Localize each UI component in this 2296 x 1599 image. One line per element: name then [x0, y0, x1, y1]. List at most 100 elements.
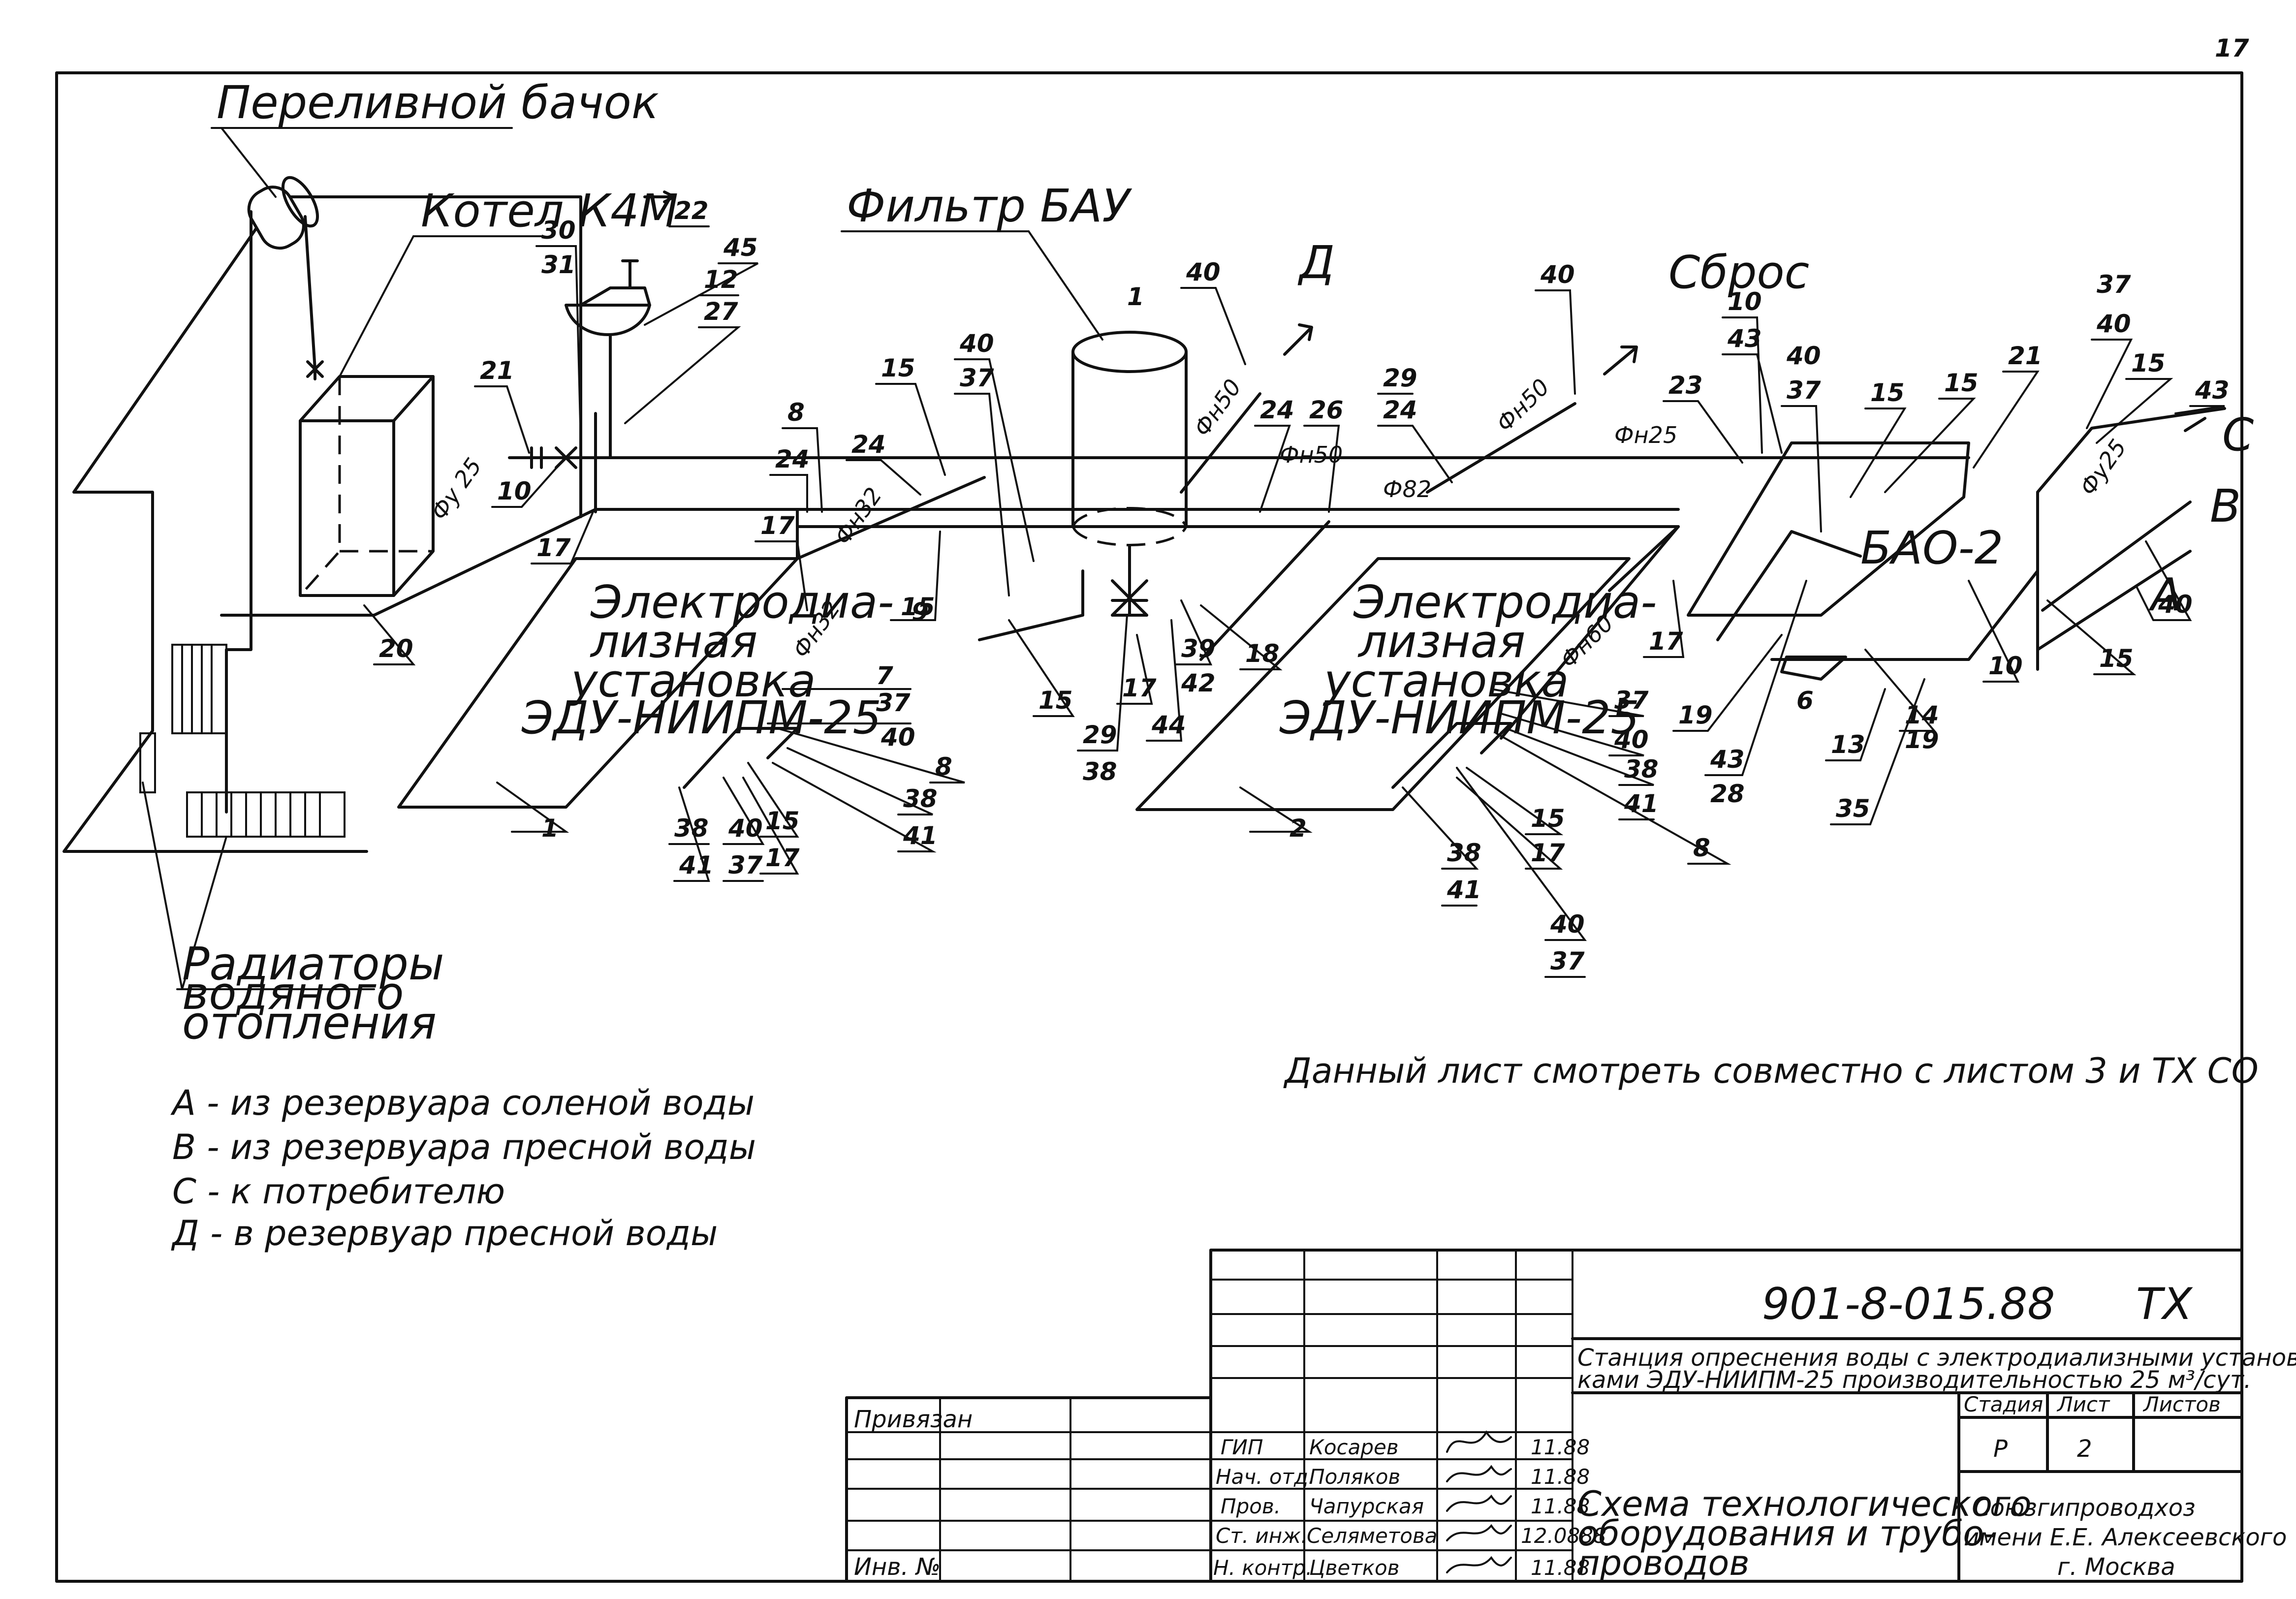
label-bao: БАО-2: [1860, 522, 2003, 574]
overflow-tank: [247, 176, 319, 250]
arrow-top: [643, 190, 676, 203]
org-3: г. Москва: [2057, 1553, 2175, 1581]
svg-text:21: 21: [480, 356, 514, 385]
pipe-label-fn50a: Фн50: [1189, 374, 1247, 441]
svg-text:41: 41: [903, 821, 938, 850]
svg-text:Ст. инж.: Ст. инж.: [1216, 1524, 1307, 1548]
svg-text:11.88: 11.88: [1531, 1494, 1590, 1518]
svg-text:43: 43: [2195, 376, 2230, 405]
unit2-outlets: [1391, 722, 1512, 789]
svg-text:ГИП: ГИП: [1221, 1435, 1263, 1459]
pipe-fn60: [1500, 525, 1680, 740]
radiator-lower: [186, 791, 346, 838]
svg-text:Чапурская: Чапурская: [1309, 1494, 1424, 1518]
svg-text:13: 13: [1831, 730, 1865, 759]
doc-code: 901-8-015.88: [1762, 1279, 2055, 1329]
svg-text:24: 24: [775, 445, 810, 473]
sheet-value: 2: [2077, 1435, 2092, 1463]
privyazan: Привязан: [854, 1406, 973, 1433]
svg-text:37: 37: [876, 689, 911, 717]
label-unit-1: Электродиа- лизная установка ЭДУ-НИИПМ-2…: [521, 576, 894, 744]
svg-text:10: 10: [497, 477, 532, 505]
svg-text:11.88: 11.88: [1531, 1465, 1590, 1489]
title-block: 901-8-015.88 ТХ Станция опреснения воды …: [845, 1249, 2296, 1583]
inv-no: Инв. №: [854, 1553, 941, 1581]
svg-text:28: 28: [1710, 780, 1745, 808]
radiator-side: [139, 732, 156, 793]
svg-text:17: 17: [1531, 839, 1565, 867]
arrow-c: [2184, 417, 2206, 432]
boiler-k4m: [299, 360, 435, 597]
svg-text:37: 37: [1787, 376, 1821, 405]
svg-text:Цветков: Цветков: [1309, 1556, 1399, 1580]
label-filter: Фильтр БАУ: [847, 180, 1132, 232]
pipe-label-fn50b: Фн50: [1280, 441, 1343, 468]
svg-text:ЭДУ-НИИПМ-25: ЭДУ-НИИПМ-25: [521, 691, 881, 744]
svg-text:24: 24: [1260, 396, 1294, 424]
pipe-d: [1180, 392, 1261, 494]
svg-text:22: 22: [674, 196, 709, 225]
svg-text:Электродиа-: Электродиа-: [1353, 576, 1657, 628]
label-boiler: Котел К4М: [421, 185, 678, 237]
svg-text:Поляков: Поляков: [1309, 1465, 1400, 1489]
svg-text:35: 35: [1836, 794, 1870, 823]
svg-text:12: 12: [704, 265, 738, 294]
svg-text:19: 19: [1678, 701, 1713, 729]
svg-text:1: 1: [541, 814, 559, 843]
svg-text:19: 19: [1905, 725, 1939, 754]
svg-text:40: 40: [1786, 342, 1821, 370]
svg-text:Радиаторы: Радиаторы: [182, 938, 444, 990]
svg-text:38: 38: [1624, 755, 1659, 784]
label-unit-2: Электродиа- лизная установка ЭДУ-НИИПМ-2…: [1279, 576, 1657, 744]
pipe-label-fn50c: Фн50: [1491, 374, 1555, 437]
svg-text:9: 9: [912, 597, 929, 626]
arrow-d: [1283, 323, 1313, 356]
drawing-title-1: Схема технологического: [1577, 1484, 2032, 1524]
svg-text:15: 15: [1944, 369, 1979, 397]
svg-text:15: 15: [2131, 349, 2166, 377]
svg-text:15: 15: [881, 354, 915, 382]
svg-text:Электродиа-: Электродиа-: [590, 576, 894, 628]
svg-text:30: 30: [541, 216, 576, 245]
bao-2: [1687, 441, 1970, 681]
project-title-1: Станция опреснения воды с электродиализн…: [1577, 1344, 2296, 1372]
pipe-fn50: [1199, 520, 1330, 661]
pipe-label-f82: Ф82: [1383, 476, 1431, 502]
svg-text:15: 15: [901, 593, 935, 621]
svg-text:41: 41: [1447, 876, 1481, 904]
svg-text:38: 38: [1083, 757, 1117, 786]
svg-text:31: 31: [541, 251, 576, 279]
arrow-reset: [1603, 345, 1638, 376]
valve-21: [508, 446, 543, 469]
pipe-fn32: [796, 476, 986, 560]
svg-text:установка: установка: [1322, 655, 1569, 707]
svg-text:8: 8: [1693, 834, 1710, 862]
svg-text:24: 24: [1383, 396, 1417, 424]
callouts: 22 45 30 31 12 27 21 10 17 20 8 15 24 24…: [363, 196, 2230, 978]
electrodialysis-unit-2: [1135, 525, 1680, 811]
svg-text:43: 43: [1710, 745, 1745, 774]
svg-text:37: 37: [1614, 686, 1649, 715]
washbasin: [565, 259, 651, 459]
svg-text:41: 41: [679, 851, 714, 879]
svg-text:27: 27: [704, 297, 738, 326]
svg-text:40: 40: [959, 329, 994, 358]
pipe-bao-out: [1770, 491, 2039, 661]
svg-text:Пров.: Пров.: [1221, 1494, 1281, 1518]
svg-text:11.88: 11.88: [1531, 1556, 1590, 1580]
lower-main-line: [594, 508, 1680, 528]
svg-text:40: 40: [2096, 310, 2131, 338]
drawing-title-2: оборудования и трубо-: [1577, 1513, 1996, 1554]
svg-text:37: 37: [1550, 947, 1585, 975]
pipe-label-fy25-left: Фу 25: [426, 453, 487, 525]
svg-text:40: 40: [881, 723, 915, 752]
pipe-label-fn25: Фн25: [1614, 422, 1677, 448]
svg-text:водяного: водяного: [182, 967, 404, 1020]
svg-text:10: 10: [1728, 287, 1762, 316]
drawing-title-3: проводов: [1577, 1543, 1750, 1583]
electrodialysis-unit-1: [397, 508, 799, 809]
leader-overflow-tank: [211, 127, 513, 198]
stage-value: Р: [1993, 1435, 2008, 1463]
stage-header: Стадия: [1964, 1392, 2043, 1416]
svg-text:45: 45: [723, 233, 758, 262]
